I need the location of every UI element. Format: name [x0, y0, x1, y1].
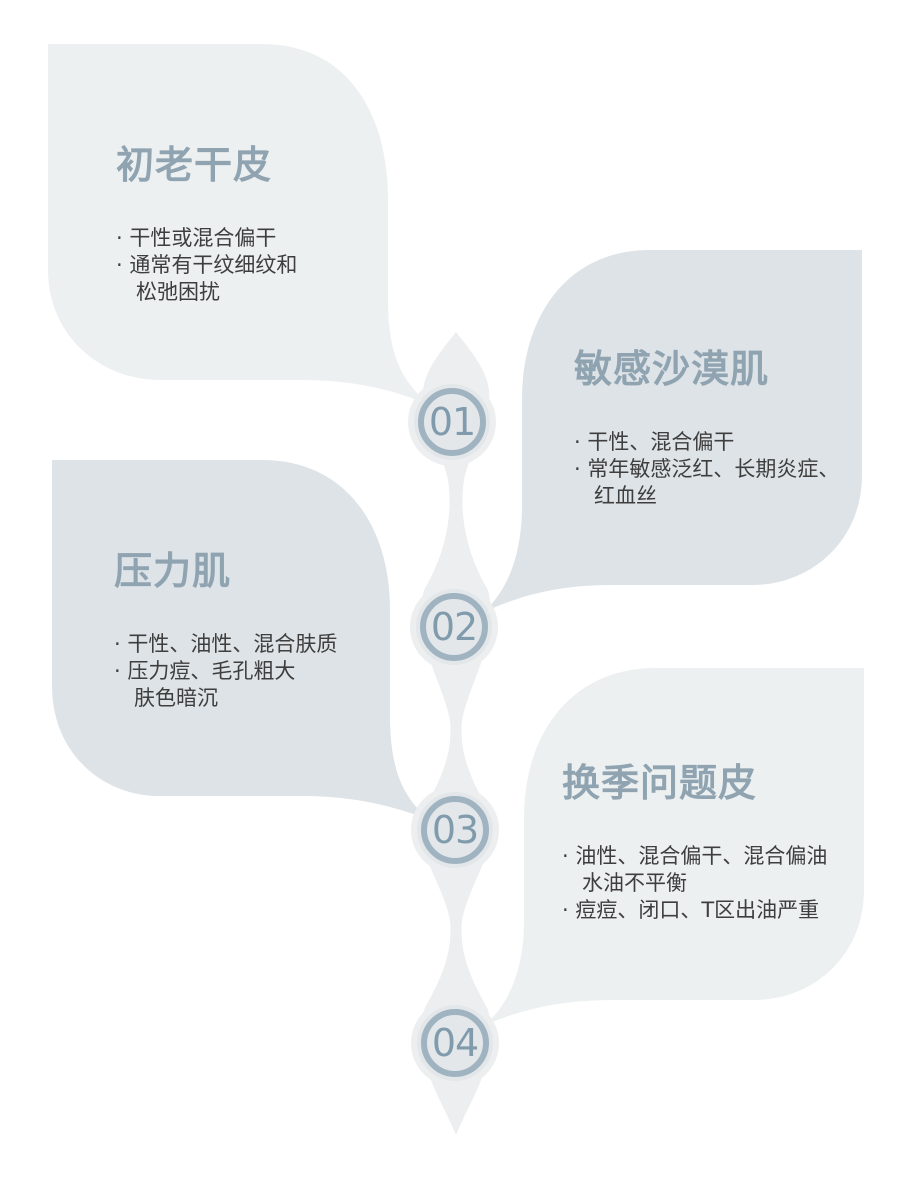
leaf-03-bullets: · 干性、油性、混合肤质 · 压力痘、毛孔粗大 肤色暗沉 — [114, 631, 337, 712]
leaf-04-bullet: · 痘痘、闭口、T区出油严重 — [562, 898, 820, 922]
leaf-03-title: 压力肌 — [114, 549, 232, 593]
leaf-04-bullets: · 油性、混合偏干、混合偏油 水油不平衡 · 痘痘、闭口、T区出油严重 — [562, 843, 827, 924]
leaf-04-content: 换季问题皮 · 油性、混合偏干、混合偏油 水油不平衡 · 痘痘、闭口、T区出油严… — [562, 752, 827, 924]
leaf-03-content: 压力肌 · 干性、油性、混合肤质 · 压力痘、毛孔粗大 肤色暗沉 — [114, 540, 337, 712]
leaf-02-bullet: 红血丝 — [574, 484, 658, 508]
node-01-number: 01 — [428, 400, 476, 444]
leaf-02-bullet: · 干性、混合偏干 — [574, 430, 735, 454]
leaf-02-title: 敏感沙漠肌 — [574, 347, 770, 391]
leaf-02-shape — [484, 250, 862, 612]
leaf-01-bullet: · 干性或混合偏干 — [116, 226, 277, 250]
leaf-02-bullet: · 常年敏感泛红、长期炎症、 — [574, 457, 840, 481]
node-03 — [411, 786, 499, 874]
leaf-01-bullets: · 干性或混合偏干 · 通常有干纹细纹和 松弛困扰 — [116, 225, 297, 306]
leaf-03-bullet: · 干性、油性、混合肤质 — [114, 632, 338, 656]
central-stem — [421, 332, 491, 1135]
leaf-02-bullets: · 干性、混合偏干 · 常年敏感泛红、长期炎症、 红血丝 — [574, 429, 839, 510]
leaf-03-bullet: 肤色暗沉 — [114, 686, 219, 710]
node-02 — [410, 583, 498, 671]
node-04 — [411, 999, 499, 1087]
leaf-01-shape — [48, 44, 430, 405]
leaf-01-bullet: 松弛困扰 — [116, 280, 221, 304]
leaf-04-bullet: · 油性、混合偏干、混合偏油 — [562, 844, 828, 868]
leaf-03-bullet: · 压力痘、毛孔粗大 — [114, 659, 296, 683]
node-04-number: 04 — [431, 1021, 479, 1065]
leaf-04-bullet: 水油不平衡 — [562, 871, 688, 895]
node-01 — [408, 378, 496, 466]
node-03-number: 03 — [431, 808, 479, 852]
leaf-03-shape — [52, 460, 430, 820]
leaf-02-content: 敏感沙漠肌 · 干性、混合偏干 · 常年敏感泛红、长期炎症、 红血丝 — [574, 338, 839, 510]
leaf-01-title: 初老干皮 — [116, 143, 273, 187]
leaf-01-bullet: · 通常有干纹细纹和 — [116, 253, 298, 277]
node-02-number: 02 — [430, 605, 478, 649]
leaf-01-content: 初老干皮 · 干性或混合偏干 · 通常有干纹细纹和 松弛困扰 — [116, 134, 297, 306]
leaf-04-shape — [485, 668, 864, 1025]
leaf-04-title: 换季问题皮 — [562, 761, 758, 805]
